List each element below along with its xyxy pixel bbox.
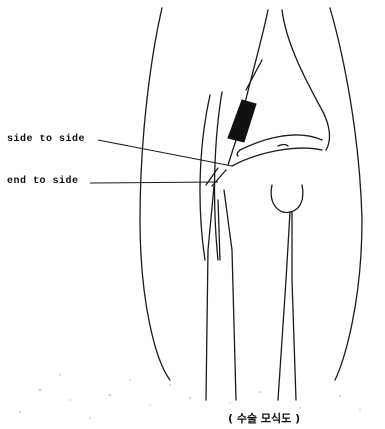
- lower-vessel-right: [224, 190, 236, 400]
- anastomosis-small-1: [237, 150, 240, 156]
- bladder-stem-left: [278, 212, 290, 400]
- left-vessel-outer: [200, 95, 210, 260]
- end-to-side-pointer: [90, 182, 218, 183]
- bladder-stem-right: [292, 212, 296, 400]
- graft-dark-segment: [228, 100, 256, 142]
- body-outline-right: [330, 8, 362, 380]
- end-to-side-label: end to side: [7, 176, 79, 187]
- graft-upper-limb: [246, 60, 262, 90]
- aorta-right-wall: [282, 10, 329, 150]
- anastomosis-small-2: [278, 145, 288, 147]
- lower-vessel-left: [206, 186, 214, 400]
- bypass-graft-lower: [232, 148, 322, 166]
- side-to-side-label: side to side: [7, 134, 85, 145]
- lower-vessel-mid: [218, 200, 220, 260]
- speckle-texture: [19, 374, 361, 419]
- bladder-outline: [271, 185, 303, 213]
- body-outline-left: [140, 8, 170, 380]
- side-to-side-pointer: [98, 140, 232, 166]
- diagram-caption: ( 수술 모식도 ): [228, 410, 300, 426]
